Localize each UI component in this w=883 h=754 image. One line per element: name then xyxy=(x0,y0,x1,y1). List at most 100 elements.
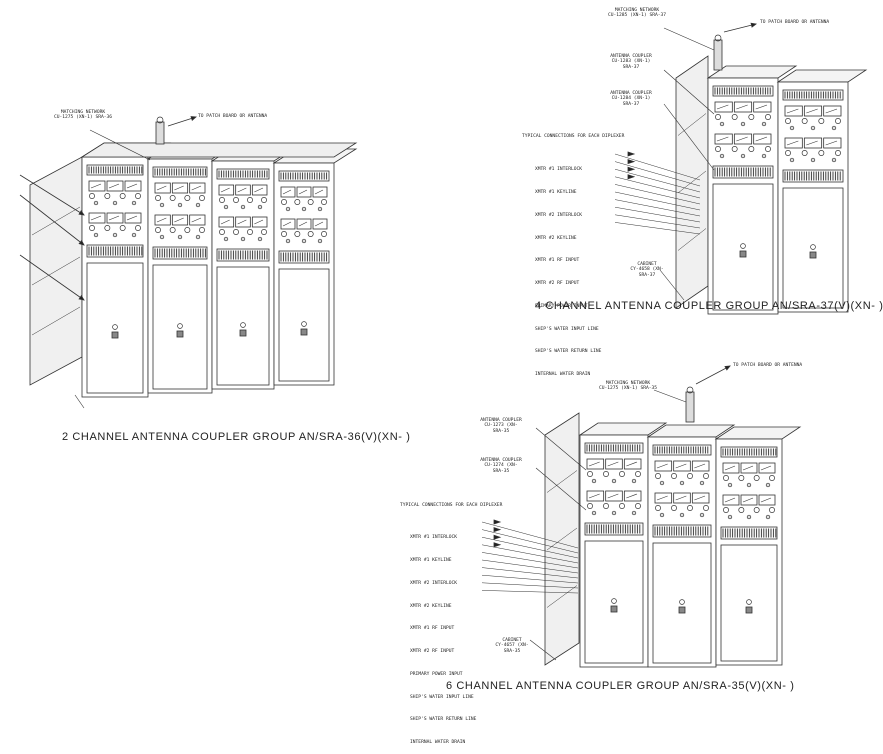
rack4-left-side-seam xyxy=(677,170,707,194)
rack6-column-3-knobs xyxy=(738,475,745,481)
rack4-connection-line xyxy=(614,153,701,181)
connection-item: XMTR #1 INTERLOCK xyxy=(535,167,583,173)
rack4-column-2-knobs-2 xyxy=(818,150,825,156)
rack6-column-3-knobs xyxy=(727,482,733,488)
rack2-column-2-knobs-2 xyxy=(199,227,205,233)
rack2-column-1-meters-needle xyxy=(126,183,138,189)
connection-item: PRIMARY POWER INPUT xyxy=(535,303,588,309)
rack6-column-3-knobs xyxy=(753,475,760,481)
rack2-column-3-knobs-2 xyxy=(247,229,253,235)
rack4-connection-line xyxy=(614,184,701,205)
rack2-left-side-seam xyxy=(31,256,81,286)
rack4-column-2-vent-top xyxy=(782,89,844,101)
rack2-column-1-meters-2 xyxy=(106,212,124,224)
rack4-column-2-meters-needle xyxy=(825,108,838,114)
rack6-column-2-front xyxy=(647,436,717,668)
rack2-column-3-knobs xyxy=(257,204,263,210)
rack4-column-1-meters-needle xyxy=(736,104,748,110)
rack2-column-2-meters-2-needle xyxy=(191,217,202,223)
rack2-column-1-front xyxy=(81,156,149,398)
rack6-left-side-seam xyxy=(546,585,578,608)
rack6-column-1-meters-2-needle xyxy=(607,493,619,499)
rack2-column-1-meters-2 xyxy=(88,212,106,224)
rack6-column-3-meters-needle xyxy=(724,465,736,471)
label-2ch-patch-board: TO PATCH BOARD OR ANTENNA xyxy=(198,114,268,119)
rack4-connection-line xyxy=(614,176,701,199)
rack2-column-4-knobs xyxy=(294,199,301,205)
label-6ch-coupler-b: ANTENNA COUPLER CU-1274 (XN- SRA-35 xyxy=(480,458,522,474)
rack6-column-3-meters xyxy=(722,462,740,474)
rack6-column-2-base-panel xyxy=(652,542,712,664)
connection-list-4ch: XMTR #1 INTERLOCK XMTR #1 KEYLINE XMTR #… xyxy=(535,151,601,386)
rack6-column-1-meters-needle xyxy=(607,461,619,467)
rack2-column-2-meters xyxy=(189,182,206,194)
rack6-column-1-knobs xyxy=(619,471,625,477)
rack4-column-2-knobs-2 xyxy=(835,150,841,156)
rack2-column-2-knobs xyxy=(159,202,165,208)
label-6ch-patch-board: TO PATCH BOARD OR ANTENNA xyxy=(733,363,803,368)
rack6-antenna-cap xyxy=(686,386,694,394)
rack2-column-4-meters-2-needle xyxy=(314,221,324,227)
rack4-column-1-knobs xyxy=(761,121,767,127)
connection-item: XMTR #2 KEYLINE xyxy=(410,603,452,609)
rack4-column-1-knobs-2 xyxy=(765,146,771,152)
rack2-column-1-knobs-2 xyxy=(119,225,126,231)
rack6-column-3-meters-2-needle xyxy=(742,497,754,503)
rack2-column-3-meters-2 xyxy=(218,216,235,228)
rack2-column-4-meters-2 xyxy=(296,218,312,230)
rack2-column-2-knobs-2 xyxy=(169,227,176,233)
rack6-column-1-knobs-2 xyxy=(591,510,597,516)
rack2-column-3-meters-2 xyxy=(235,216,251,228)
rack6-column-3-knobs-2 xyxy=(746,514,752,520)
rack4-column-1-knobs xyxy=(715,114,721,120)
rack2-column-4-meters-2-needle xyxy=(282,221,292,227)
rack4-column-1-knobs xyxy=(765,114,771,120)
rack2-column-4-knobs-2 xyxy=(294,231,301,237)
label-4ch-typical: TYPICAL CONNECTIONS FOR EACH DIPLEXER xyxy=(522,134,625,139)
rack2-column-1-meters-needle xyxy=(90,183,102,189)
rack4-connection-line xyxy=(614,191,701,211)
rack2-column-4-knobs xyxy=(307,199,314,205)
rack2-column-4-meters-needle xyxy=(298,189,308,195)
caption-2-channel: 2 CHANNEL ANTENNA COUPLER GROUP AN/SRA-3… xyxy=(62,431,411,443)
rack4-column-2-top xyxy=(776,69,868,83)
rack2-column-1-base-panel xyxy=(86,262,144,394)
rack6-connection-line xyxy=(481,574,579,584)
rack2-column-2-knobs xyxy=(155,195,161,201)
rack6-leader-coupler-b xyxy=(535,467,587,511)
rack2-column-4-meters-2 xyxy=(312,218,328,230)
rack6-leader-matching xyxy=(653,389,687,403)
rack4-column-1-knobs-2 xyxy=(761,153,767,159)
rack6-column-3-cable-port xyxy=(746,599,752,605)
rack2-column-3-knobs-2 xyxy=(240,236,246,242)
rack2-column-2-meters-needle xyxy=(156,185,167,191)
rack4-signal-arrow xyxy=(627,159,636,165)
connection-item: XMTR #1 INTERLOCK xyxy=(410,535,458,541)
rack4-column-2-knobs-2 xyxy=(831,157,837,163)
rack2-column-2-meters-2 xyxy=(154,214,171,226)
rack4-column-1-knobs xyxy=(748,114,755,120)
rack2-column-3-knobs-2 xyxy=(261,229,267,235)
rack2-roof xyxy=(80,142,358,158)
rack6-column-1-meters-2-needle xyxy=(626,493,638,499)
rack4-column-2-knobs-2 xyxy=(801,150,808,156)
rack2-column-3-meters-needle xyxy=(237,187,247,193)
rack4-column-1-base-panel xyxy=(712,183,774,311)
rack2-column-3-knobs xyxy=(219,197,225,203)
rack6-connection-line xyxy=(481,590,579,594)
caption-4-channel: 4 CHANNEL ANTENNA COUPLER GROUP AN/SRA-3… xyxy=(535,300,883,312)
rack2-column-2-cable-block xyxy=(176,330,184,338)
rack2-column-3-base-panel xyxy=(216,266,270,386)
rack6-column-1-knobs-2 xyxy=(611,510,617,516)
rack4-column-2-cable-port xyxy=(810,244,816,250)
rack4-column-2-front xyxy=(777,81,849,313)
rack4-column-2-meters xyxy=(823,105,842,117)
rack6-column-2-knobs-2 xyxy=(655,505,661,511)
rack4-column-1-cable-block xyxy=(739,250,747,258)
rack6-column-1-knobs xyxy=(631,478,637,484)
connection-item: XMTR #2 INTERLOCK xyxy=(535,212,583,218)
rack4-column-1-vent-top xyxy=(712,85,774,97)
rack6-column-1-meters-needle xyxy=(626,461,638,467)
rack4-column-1-front xyxy=(707,77,779,315)
rack4-connection-line xyxy=(614,168,701,193)
